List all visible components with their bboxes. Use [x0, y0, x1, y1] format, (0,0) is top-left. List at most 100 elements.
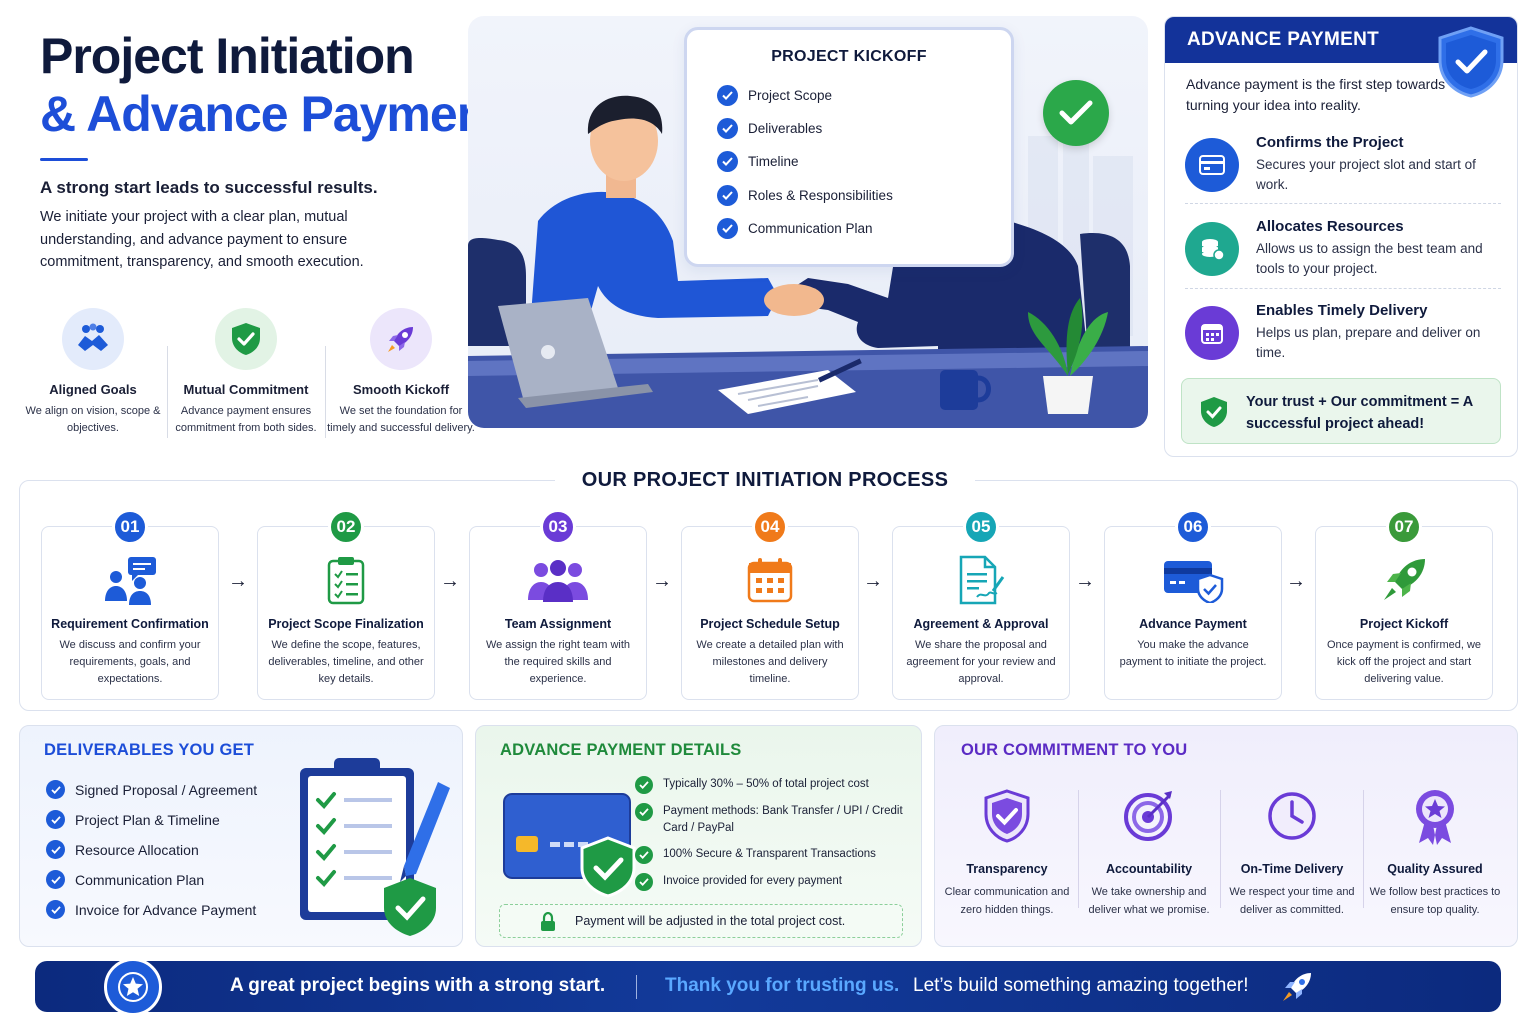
page-title-line1: Project Initiation	[40, 28, 415, 84]
commitment-on-time: On-Time Delivery We respect your time an…	[1222, 786, 1362, 919]
deliverables-panel: DELIVERABLES YOU GET Signed Proposal / A…	[19, 725, 463, 947]
process-step-7: 07 Project Kickoff Once payment is confi…	[1315, 509, 1493, 700]
coins-icon	[1185, 222, 1239, 276]
rocket-icon	[370, 308, 432, 370]
blue-shield-check-icon	[1436, 26, 1506, 103]
feature-smooth-kickoff: Smooth Kickoff We set the foundation for…	[326, 308, 476, 437]
credit-card-shield-icon	[503, 793, 636, 898]
kickoff-item: Project Scope	[717, 85, 832, 106]
check-icon	[635, 846, 653, 864]
feature-title: Mutual Commitment	[183, 382, 309, 397]
check-icon	[46, 810, 65, 829]
commitment-panel: OUR COMMITMENT TO YOU Transparency Clear…	[934, 725, 1518, 947]
footer-text-1: A great project begins with a strong sta…	[230, 975, 606, 996]
arrow-right-icon: →	[1286, 570, 1306, 592]
team-icon	[470, 553, 646, 607]
adv-item-timely: Enables Timely Delivery Helps us plan, p…	[1185, 302, 1505, 376]
footer-banner	[35, 961, 1501, 1012]
payment-detail-item: 100% Secure & Transparent Transactions	[635, 846, 913, 864]
kickoff-item: Communication Plan	[717, 218, 873, 239]
feature-desc: We align on vision, scope & objectives.	[25, 405, 161, 434]
deliverable-item: Signed Proposal / Agreement	[46, 780, 257, 799]
check-icon	[717, 218, 738, 239]
kickoff-item: Timeline	[717, 151, 799, 172]
feature-title: Smooth Kickoff	[352, 382, 450, 397]
rocket-icon	[1316, 553, 1492, 607]
process-step-6: 06 Advance Payment You make the advance …	[1104, 509, 1282, 700]
check-icon	[717, 151, 738, 172]
payment-details-panel: ADVANCE PAYMENT DETAILS Typically 30% – …	[475, 725, 922, 947]
clock-icon	[1222, 786, 1362, 846]
process-step-5: 05 Agreement & Approval We share the pro…	[892, 509, 1070, 700]
deliverable-item: Resource Allocation	[46, 840, 199, 859]
payment-detail-item: Invoice provided for every payment	[635, 873, 913, 891]
payment-details-title: ADVANCE PAYMENT DETAILS	[500, 741, 742, 759]
check-icon	[46, 840, 65, 859]
process-step-4: 04 Project Schedule Setup We create a de…	[681, 509, 859, 700]
kickoff-title: PROJECT KICKOFF	[771, 48, 927, 65]
advance-payment-intro: Advance payment is the first step toward…	[1186, 76, 1446, 113]
check-icon	[635, 776, 653, 794]
kickoff-item: Roles & Responsibilities	[717, 185, 893, 206]
check-icon	[717, 185, 738, 206]
commitment-accountability: Accountability We take ownership and del…	[1079, 786, 1219, 919]
divider	[325, 346, 326, 438]
payment-note: Payment will be adjusted in the total pr…	[575, 914, 846, 928]
calendar-icon	[682, 553, 858, 607]
page-title-line2: & Advance Payment	[40, 86, 503, 142]
check-icon	[635, 803, 653, 821]
title-underline	[40, 158, 88, 161]
trust-callout: Your trust + Our commitment = A successf…	[1181, 378, 1501, 444]
clipboard-checklist-icon	[300, 758, 450, 936]
commitment-transparency: Transparency Clear communication and zer…	[937, 786, 1077, 919]
tagline: A strong start leads to successful resul…	[40, 178, 378, 197]
shield-check-icon	[215, 308, 277, 370]
target-icon	[1079, 786, 1219, 846]
payment-note-box: Payment will be adjusted in the total pr…	[499, 904, 903, 938]
star-icon	[104, 958, 162, 1016]
handshake-icon	[62, 308, 124, 370]
arrow-right-icon: →	[440, 570, 460, 592]
feature-mutual-commitment: Mutual Commitment Advance payment ensure…	[171, 308, 321, 437]
arrow-right-icon: →	[863, 570, 883, 592]
shield-check-icon	[937, 786, 1077, 846]
feature-desc: We set the foundation for timely and suc…	[327, 405, 475, 434]
intro-text: We initiate your project with a clear pl…	[40, 209, 364, 270]
check-icon	[717, 85, 738, 106]
card-icon	[1185, 138, 1239, 192]
lock-icon	[541, 912, 555, 931]
arrow-right-icon: →	[652, 570, 672, 592]
project-kickoff-card: PROJECT KICKOFF Project Scope Deliverabl…	[684, 27, 1014, 267]
check-icon	[635, 873, 653, 891]
deliverables-title: DELIVERABLES YOU GET	[44, 741, 254, 759]
check-icon	[46, 900, 65, 919]
payment-detail-item: Payment methods: Bank Transfer / UPI / C…	[635, 803, 913, 837]
feature-desc: Advance payment ensures commitment from …	[175, 405, 317, 434]
check-icon	[717, 118, 738, 139]
check-icon	[46, 780, 65, 799]
adv-item-allocates: Allocates Resources Allows us to assign …	[1185, 218, 1505, 292]
process-title: OUR PROJECT INITIATION PROCESS	[581, 469, 949, 491]
calendar-icon	[1185, 306, 1239, 360]
commitment-title: OUR COMMITMENT TO YOU	[961, 741, 1188, 759]
process-step-3: 03 Team Assignment We assign the right t…	[469, 509, 647, 700]
deliverable-item: Communication Plan	[46, 870, 204, 889]
process-step-2: 02 Project Scope Finalization We define …	[257, 509, 435, 700]
award-icon	[1365, 786, 1505, 846]
clipboard-icon	[258, 553, 434, 607]
arrow-right-icon: →	[1075, 570, 1095, 592]
footer-divider	[636, 975, 637, 999]
feature-aligned-goals: Aligned Goals We align on vision, scope …	[18, 308, 168, 437]
document-sign-icon	[893, 553, 1069, 607]
footer-text-2: Thank you for trusting us.	[665, 975, 900, 996]
kickoff-item: Deliverables	[717, 118, 822, 139]
process-step-1: 01 Requirement Confirmation We discuss a…	[41, 509, 219, 700]
shield-check-icon	[1201, 397, 1227, 427]
payment-detail-item: Typically 30% – 50% of total project cos…	[635, 776, 913, 794]
feature-title: Aligned Goals	[49, 382, 137, 397]
divider	[167, 346, 168, 438]
commitment-quality: Quality Assured We follow best practices…	[1365, 786, 1505, 919]
discussion-icon	[42, 553, 218, 607]
card-shield-icon	[1105, 553, 1281, 607]
success-check-icon	[1043, 80, 1109, 146]
